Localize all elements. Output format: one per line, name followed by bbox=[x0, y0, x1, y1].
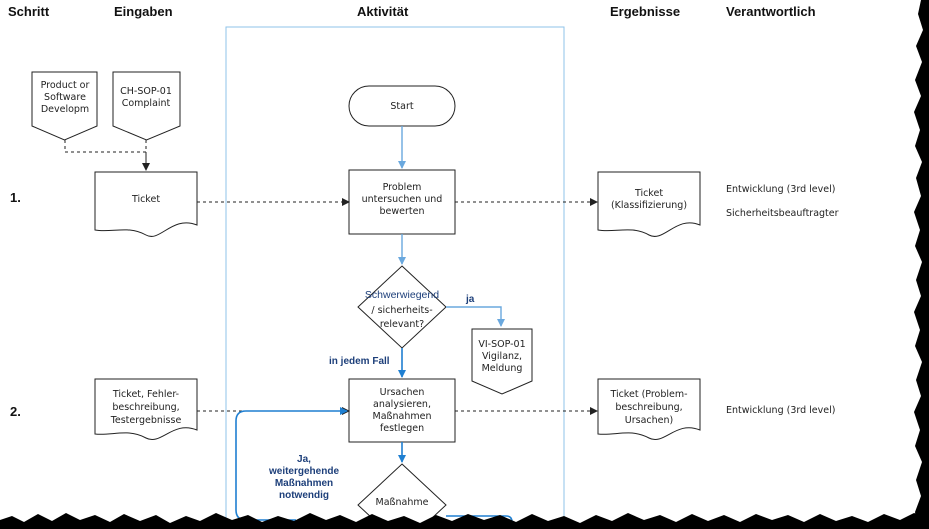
input-product-line-2: Software bbox=[44, 92, 86, 103]
causes-line-2: analysieren, bbox=[373, 399, 431, 410]
input-product-line-1: Product or bbox=[41, 80, 90, 91]
arrow-decision-yes bbox=[446, 306, 505, 327]
input-product-line-3: Developm bbox=[41, 104, 89, 115]
input-complaint-line-1: CH-SOP-01 bbox=[120, 86, 172, 97]
ticket-problem-line-1: Ticket (Problem- bbox=[609, 389, 687, 400]
vigilance-line-1: VI-SOP-01 bbox=[478, 339, 525, 350]
loop-label-line-3: Maßnahmen bbox=[275, 478, 333, 489]
header-ergebnisse: Ergebnisse bbox=[610, 4, 680, 19]
input-ticket-document: Ticket bbox=[94, 171, 198, 237]
investigate-line-1: Problem bbox=[383, 182, 422, 193]
process-analyze-causes: Ursachen analysieren, Maßnahmen festlege… bbox=[348, 378, 456, 443]
header-schritt: Schritt bbox=[8, 4, 50, 19]
ticket-details-line-2: beschreibung, bbox=[112, 402, 179, 413]
decision-relevant-line-1: Schwerwiegend bbox=[365, 289, 439, 301]
loop-label-line-1: Ja, bbox=[297, 454, 311, 465]
decision-measures: Maßnahme bbox=[357, 463, 447, 529]
loop-label-line-4: notwendig bbox=[279, 490, 329, 501]
edge-label-yes: ja bbox=[465, 294, 475, 305]
input-ticket-details-document: Ticket, Fehler- beschreibung, Testergebn… bbox=[94, 378, 198, 441]
torn-edge-right bbox=[914, 0, 929, 529]
responsible-step1-safety-officer: Sicherheitsbeauftragter bbox=[726, 208, 839, 219]
process-investigate: Problem untersuchen und bewerten bbox=[348, 169, 456, 235]
connector-product-to-ticket bbox=[64, 140, 146, 153]
step-number-2: 2. bbox=[10, 404, 21, 419]
ticket-problem-line-3: Ursachen) bbox=[625, 415, 673, 426]
vigilance-line-3: Meldung bbox=[482, 363, 523, 374]
decision-relevant-line-2: / sicherheits- bbox=[371, 305, 432, 316]
investigate-line-3: bewerten bbox=[380, 206, 425, 217]
decision-relevant-line-3: relevant? bbox=[380, 319, 424, 330]
edge-label-any-case: in jedem Fall bbox=[329, 356, 390, 367]
causes-line-3: Maßnahmen bbox=[373, 411, 432, 422]
investigate-line-2: untersuchen und bbox=[362, 194, 443, 205]
ticket-details-line-3: Testergebnisse bbox=[110, 415, 182, 426]
output-classification-line-2: (Klassifizierung) bbox=[611, 200, 687, 211]
start-label: Start bbox=[390, 101, 413, 112]
output-ticket-problem: Ticket (Problem- beschreibung, Ursachen) bbox=[597, 378, 701, 441]
decision-safety-relevant: Schwerwiegend / sicherheits- relevant? bbox=[357, 265, 447, 349]
output-ticket-classification: Ticket (Klassifizierung) bbox=[597, 171, 701, 237]
header-aktivitaet: Aktivität bbox=[357, 4, 409, 19]
responsible-step1-development: Entwicklung (3rd level) bbox=[726, 184, 835, 195]
ticket-details-line-1: Ticket, Fehler- bbox=[112, 389, 179, 400]
causes-line-4: festlegen bbox=[380, 423, 424, 434]
header-verantwortlich: Verantwortlich bbox=[726, 4, 816, 19]
input-ticket-label: Ticket bbox=[131, 194, 160, 205]
loop-label-line-2: weitergehende bbox=[268, 466, 339, 477]
decision-measures-line-1: Maßnahme bbox=[376, 497, 429, 508]
ticket-problem-line-2: beschreibung, bbox=[615, 402, 682, 413]
responsible-step2-development: Entwicklung (3rd level) bbox=[726, 405, 835, 416]
input-product-document: Product or Software Developm bbox=[31, 71, 98, 141]
output-vigilance-document: VI-SOP-01 Vigilanz, Meldung bbox=[471, 328, 533, 395]
output-classification-line-1: Ticket bbox=[634, 188, 663, 199]
step-number-1: 1. bbox=[10, 190, 21, 205]
start-terminator: Start bbox=[348, 85, 456, 127]
causes-line-1: Ursachen bbox=[380, 387, 425, 398]
torn-edge-bottom bbox=[0, 513, 929, 529]
header-eingaben: Eingaben bbox=[114, 4, 173, 19]
input-complaint-document: CH-SOP-01 Complaint bbox=[112, 71, 181, 141]
vigilance-line-2: Vigilanz, bbox=[482, 351, 522, 362]
input-complaint-line-2: Complaint bbox=[122, 98, 171, 109]
